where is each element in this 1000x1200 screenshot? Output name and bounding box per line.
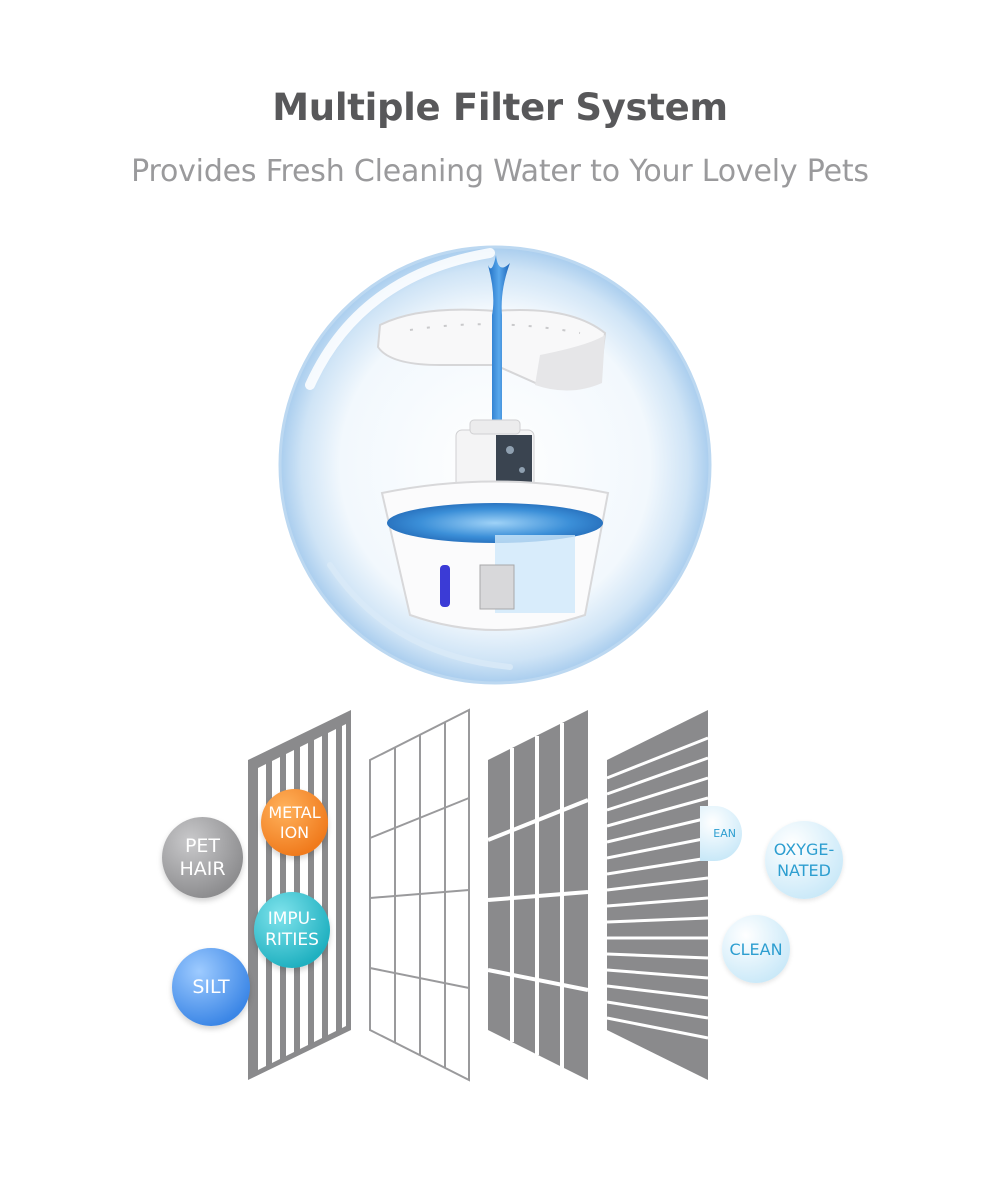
impurities-bubble: IMPU- RITIES	[254, 892, 330, 968]
oxygenated-bubble: OXYGE- NATED	[765, 821, 843, 899]
page-subtitle: Provides Fresh Cleaning Water to Your Lo…	[131, 154, 869, 189]
fountain-in-water-sphere-illustration	[278, 245, 712, 685]
filter-layer-activated-carbon	[487, 710, 589, 1080]
metal-ion-bubble: METAL ION	[261, 789, 328, 856]
page-title: Multiple Filter System	[272, 86, 728, 129]
pet-hair-bubble: PET HAIR	[162, 817, 243, 898]
clean-bubble: CLEAN	[722, 915, 790, 983]
clean-partial-bubble: EAN	[700, 806, 742, 861]
silt-bubble: SILT	[172, 948, 250, 1026]
filter-layer-fine-grid	[369, 708, 470, 1082]
filter-layers-diagram	[248, 708, 709, 1082]
filter-layer-ion-exchange	[606, 710, 709, 1080]
